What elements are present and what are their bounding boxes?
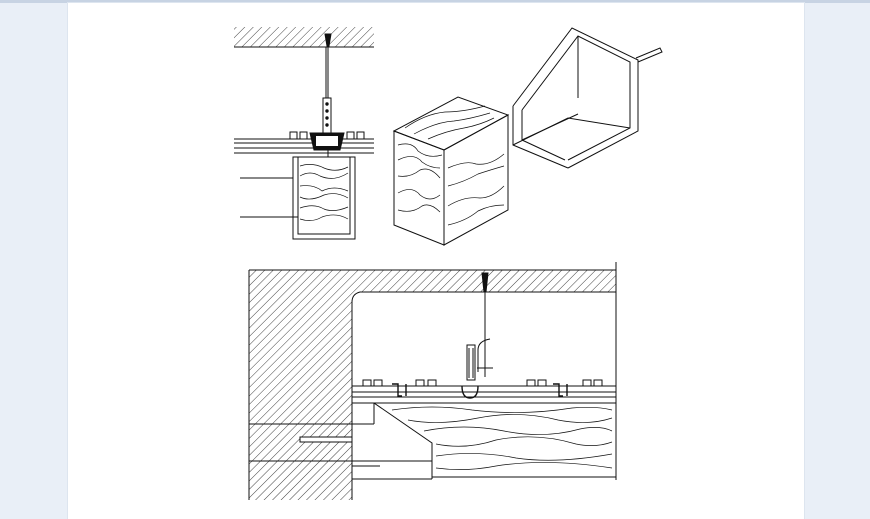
drawing-sheet xyxy=(68,3,804,519)
ceiling-hanger-section xyxy=(234,27,374,240)
wall-ceiling-junction-section xyxy=(248,262,617,500)
timber-batten xyxy=(297,156,351,235)
steel-bracket-isometric xyxy=(512,27,663,169)
timber-block-isometric xyxy=(392,96,510,246)
wood-grain-2 xyxy=(391,406,613,470)
block-top-face xyxy=(392,96,510,151)
hanger-bracket xyxy=(466,344,476,381)
anchor-bolt xyxy=(324,33,332,47)
rail-clips xyxy=(362,379,603,399)
bracket-tab xyxy=(635,47,663,63)
timber-ceiling xyxy=(372,402,617,478)
wall-plug xyxy=(299,436,353,443)
viewer-top-border xyxy=(0,0,870,3)
wood-grain-1 xyxy=(299,164,349,221)
bracket-back-face xyxy=(512,27,639,169)
block-grain xyxy=(397,105,505,226)
concrete-slab-hatch xyxy=(234,27,374,47)
block-right-face xyxy=(443,114,509,246)
block-left-face xyxy=(393,130,445,246)
anchor-bolt xyxy=(481,272,489,293)
